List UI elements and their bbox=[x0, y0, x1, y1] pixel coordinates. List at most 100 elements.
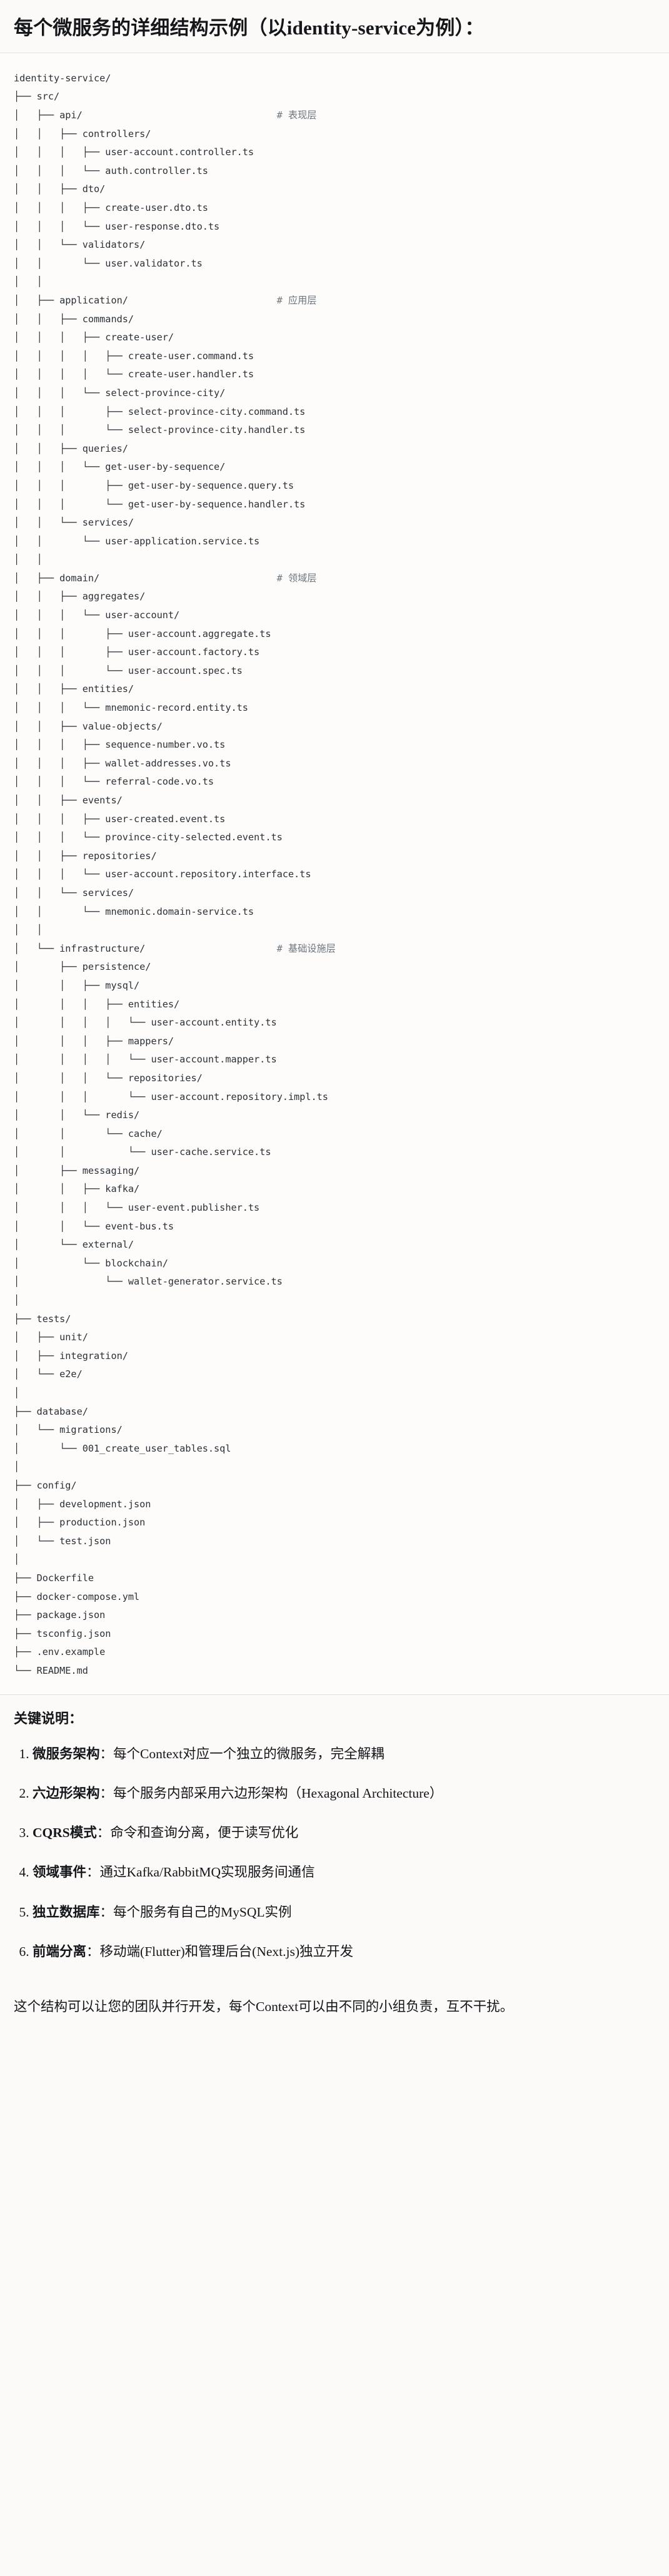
tree-line: │ │ │ └── referral-code.vo.ts bbox=[14, 776, 214, 788]
directory-tree: identity-service/ ├── src/ │ ├── api/ # … bbox=[14, 69, 655, 1681]
key-point-term: 微服务架构 bbox=[33, 1746, 100, 1761]
tree-line: ├── docker-compose.yml bbox=[14, 1591, 140, 1602]
tree-line: │ └── 001_create_user_tables.sql bbox=[14, 1442, 231, 1454]
key-point-description: 每个Context对应一个独立的微服务，完全解耦 bbox=[113, 1746, 385, 1761]
tree-line: │ ├── persistence/ bbox=[14, 961, 151, 973]
tree-line: │ bbox=[14, 1461, 20, 1473]
tree-line: │ │ └── mnemonic.domain-service.ts bbox=[14, 905, 254, 917]
directory-tree-block: identity-service/ ├── src/ │ ├── api/ # … bbox=[0, 53, 669, 1694]
tree-line: │ │ │ └── user-account.spec.ts bbox=[14, 664, 243, 676]
tree-line: │ │ │ ├── wallet-addresses.vo.ts bbox=[14, 757, 231, 769]
tree-line: │ │ ├── mysql/ bbox=[14, 979, 140, 991]
tree-line: │ bbox=[14, 1387, 20, 1398]
tree-line: │ │ │ ├── get-user-by-sequence.query.ts bbox=[14, 479, 294, 491]
tree-line: │ │ ├── queries/ bbox=[14, 442, 128, 454]
tree-line: ├── tsconfig.json bbox=[14, 1627, 111, 1639]
tree-line: ├── tests/ bbox=[14, 1313, 71, 1325]
tree-line: │ │ bbox=[14, 276, 43, 288]
tree-line: │ │ │ └── get-user-by-sequence/ bbox=[14, 461, 226, 473]
tree-line: │ │ │ ├── mappers/ bbox=[14, 1035, 174, 1047]
key-point-item: CQRS模式：命令和查询分离，便于读写优化 bbox=[33, 1823, 655, 1843]
tree-line: │ │ │ └── user-account.repository.interf… bbox=[14, 868, 311, 880]
tree-line: │ │ ├── commands/ bbox=[14, 313, 134, 325]
key-point-description: 移动端(Flutter)和管理后台(Next.js)独立开发 bbox=[99, 1944, 354, 1960]
key-point-description: 每个服务内部采用六边形架构（Hexagonal Architecture） bbox=[113, 1785, 443, 1801]
tree-line: │ │ │ │ └── user-account.entity.ts bbox=[14, 1017, 277, 1029]
tree-line: ├── Dockerfile bbox=[14, 1572, 94, 1584]
tree-line: │ │ │ └── select-province-city.handler.t… bbox=[14, 424, 306, 436]
tree-line: │ bbox=[14, 1295, 20, 1306]
tree-line: │ │ └── event-bus.ts bbox=[14, 1220, 174, 1232]
key-point-separator: ： bbox=[99, 1785, 114, 1801]
key-point-separator: ： bbox=[99, 1904, 114, 1920]
page-title: 每个微服务的详细结构示例（以identity-service为例）： bbox=[14, 17, 485, 39]
tree-line: │ bbox=[14, 1554, 20, 1565]
tree-line: │ │ │ │ ├── create-user.command.ts bbox=[14, 350, 254, 362]
tree-line: │ │ │ ├── user-account.controller.ts bbox=[14, 146, 254, 158]
tree-line: │ │ │ ├── sequence-number.vo.ts bbox=[14, 739, 226, 751]
tree-line: └── README.md bbox=[14, 1664, 88, 1676]
tree-line: │ │ │ └── province-city-selected.event.t… bbox=[14, 832, 283, 843]
tree-line: │ └── test.json bbox=[14, 1535, 111, 1547]
tree-line: ├── config/ bbox=[14, 1479, 77, 1491]
tree-line: │ │ │ └── user-event.publisher.ts bbox=[14, 1202, 260, 1214]
tree-line: │ ├── production.json bbox=[14, 1517, 146, 1529]
tree-line: identity-service/ bbox=[14, 72, 111, 84]
tree-line: │ └── wallet-generator.service.ts bbox=[14, 1276, 283, 1288]
tree-line: │ │ │ └── repositories/ bbox=[14, 1072, 203, 1084]
tree-line: │ │ ├── events/ bbox=[14, 795, 123, 806]
key-point-separator: ： bbox=[86, 1944, 100, 1960]
tree-line-path: │ ├── domain/ bbox=[14, 572, 277, 584]
tree-line: │ │ │ ├── select-province-city.command.t… bbox=[14, 405, 306, 417]
tree-line: │ │ ├── kafka/ bbox=[14, 1183, 140, 1195]
tree-line: │ │ │ └── select-province-city/ bbox=[14, 387, 226, 399]
tree-line: │ │ │ └── user-account/ bbox=[14, 609, 180, 621]
tree-line: │ │ └── user-application.service.ts bbox=[14, 535, 260, 547]
key-points-list: 微服务架构：每个Context对应一个独立的微服务，完全解耦六边形架构：每个服务… bbox=[14, 1744, 655, 1963]
tree-line: │ └── e2e/ bbox=[14, 1368, 83, 1380]
tree-line: │ └── migrations/ bbox=[14, 1424, 123, 1436]
key-point-item: 微服务架构：每个Context对应一个独立的微服务，完全解耦 bbox=[33, 1744, 655, 1764]
key-point-separator: ： bbox=[96, 1825, 111, 1841]
tree-line: │ └── external/ bbox=[14, 1239, 134, 1251]
key-point-description: 每个服务有自己的MySQL实例 bbox=[113, 1904, 292, 1920]
tree-line: │ │ ├── value-objects/ bbox=[14, 720, 163, 732]
key-points-section: 关键说明： 微服务架构：每个Context对应一个独立的微服务，完全解耦六边形架… bbox=[0, 1695, 669, 1988]
tree-line: │ │ │ ├── create-user.dto.ts bbox=[14, 202, 208, 213]
tree-line: │ │ │ └── mnemonic-record.entity.ts bbox=[14, 702, 248, 714]
tree-line-comment: # 基础设施层 bbox=[276, 942, 336, 954]
tree-line: │ │ └── services/ bbox=[14, 517, 134, 529]
key-point-separator: ： bbox=[86, 1865, 100, 1880]
tree-line: │ │ │ │ └── create-user.handler.ts bbox=[14, 369, 254, 380]
tree-line-comment: # 领域层 bbox=[276, 572, 317, 584]
tree-line: │ │ └── validators/ bbox=[14, 239, 146, 251]
tree-line: │ │ │ ├── create-user/ bbox=[14, 332, 174, 344]
tree-line: ├── package.json bbox=[14, 1609, 106, 1621]
tree-line: │ │ └── redis/ bbox=[14, 1109, 140, 1121]
key-point-term: 独立数据库 bbox=[33, 1904, 100, 1920]
tree-divider bbox=[0, 1694, 669, 1695]
key-point-item: 六边形架构：每个服务内部采用六边形架构（Hexagonal Architectu… bbox=[33, 1783, 655, 1804]
key-point-item: 前端分离：移动端(Flutter)和管理后台(Next.js)独立开发 bbox=[33, 1942, 655, 1962]
tree-line: │ │ │ ├── entities/ bbox=[14, 998, 180, 1010]
tree-line: │ │ │ ├── user-created.event.ts bbox=[14, 813, 226, 825]
tree-line: │ │ │ └── get-user-by-sequence.handler.t… bbox=[14, 498, 306, 510]
tree-line: │ │ ├── controllers/ bbox=[14, 128, 151, 140]
tree-line: │ │ ├── entities/ bbox=[14, 683, 134, 695]
key-point-description: 通过Kafka/RabbitMQ实现服务间通信 bbox=[99, 1865, 315, 1880]
key-point-term: 前端分离 bbox=[33, 1944, 87, 1960]
tree-line-comment: # 表现层 bbox=[276, 109, 317, 121]
tree-line: │ ├── development.json bbox=[14, 1498, 151, 1510]
tree-line: │ │ ├── repositories/ bbox=[14, 850, 157, 862]
tree-line-path: │ └── infrastructure/ bbox=[14, 942, 277, 954]
key-point-description: 命令和查询分离，便于读写优化 bbox=[110, 1825, 299, 1841]
tree-line: │ │ ├── aggregates/ bbox=[14, 591, 146, 603]
tree-line: ├── src/ bbox=[14, 91, 60, 103]
tree-line: │ │ │ │ └── user-account.mapper.ts bbox=[14, 1054, 277, 1066]
tree-line: │ ├── integration/ bbox=[14, 1350, 128, 1362]
key-point-term: CQRS模式 bbox=[33, 1825, 97, 1841]
key-point-separator: ： bbox=[99, 1746, 114, 1761]
tree-line: │ │ │ └── user-account.repository.impl.t… bbox=[14, 1091, 328, 1102]
key-point-term: 六边形架构 bbox=[33, 1785, 100, 1801]
